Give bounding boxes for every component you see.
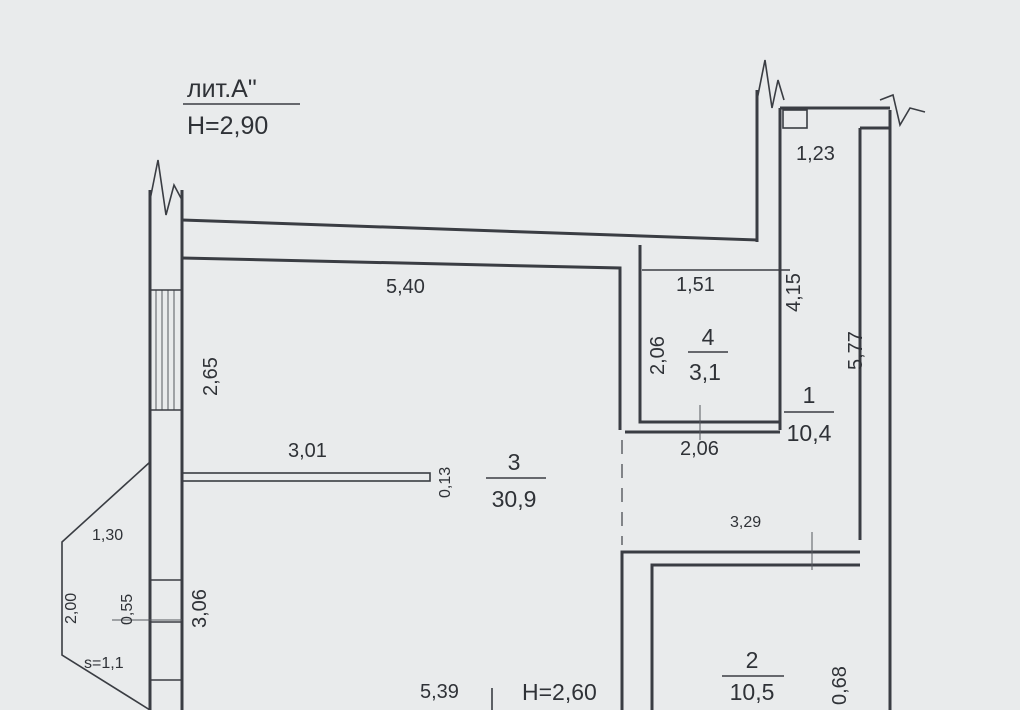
dim-0-68: 0,68 xyxy=(829,666,851,705)
room-4-area: 3,1 xyxy=(689,359,721,385)
dim-2-06-horizontal: 2,06 xyxy=(680,438,719,460)
dim-2-65: 2,65 xyxy=(200,357,222,396)
inner-walls xyxy=(181,245,860,710)
room-2-number: 2 xyxy=(746,647,759,673)
dim-3-29: 3,29 xyxy=(730,514,761,531)
dim-0-13: 0,13 xyxy=(437,467,454,498)
dimension-labels: 1,23 5,40 1,51 4,15 5,77 2,06 2,06 2,65 … xyxy=(63,143,867,705)
room-4-number: 4 xyxy=(702,324,715,350)
room-3-area: 30,9 xyxy=(492,486,537,512)
height-label: H=2,90 xyxy=(187,112,268,140)
dim-2-00: 2,00 xyxy=(63,593,80,624)
room-1-area: 10,4 xyxy=(787,420,832,446)
room-1-number: 1 xyxy=(803,382,816,408)
dim-2-06-vertical: 2,06 xyxy=(647,336,669,375)
dim-1-51: 1,51 xyxy=(676,274,715,296)
dim-3-01: 3,01 xyxy=(288,440,327,462)
room-2-area: 10,5 xyxy=(730,679,775,705)
dim-1-30: 1,30 xyxy=(92,527,123,544)
height-lower-label: H=2,60 xyxy=(522,679,597,705)
area-s-1-1: s=1,1 xyxy=(84,655,124,672)
bay-window xyxy=(61,461,182,710)
dim-3-06: 3,06 xyxy=(189,589,211,628)
dim-1-23: 1,23 xyxy=(796,143,835,165)
dim-5-77: 5,77 xyxy=(845,331,867,370)
room-labels: 4 3,1 1 10,4 3 30,9 2 10,5 H=2,60 xyxy=(486,324,834,705)
outer-walls xyxy=(148,59,926,710)
dim-0-55: 0,55 xyxy=(119,594,136,625)
dim-5-40: 5,40 xyxy=(386,276,425,298)
room-3-number: 3 xyxy=(508,449,521,475)
liter-label: лит.А" xyxy=(187,75,257,103)
dim-5-39: 5,39 xyxy=(420,681,459,703)
dim-4-15: 4,15 xyxy=(783,273,805,312)
